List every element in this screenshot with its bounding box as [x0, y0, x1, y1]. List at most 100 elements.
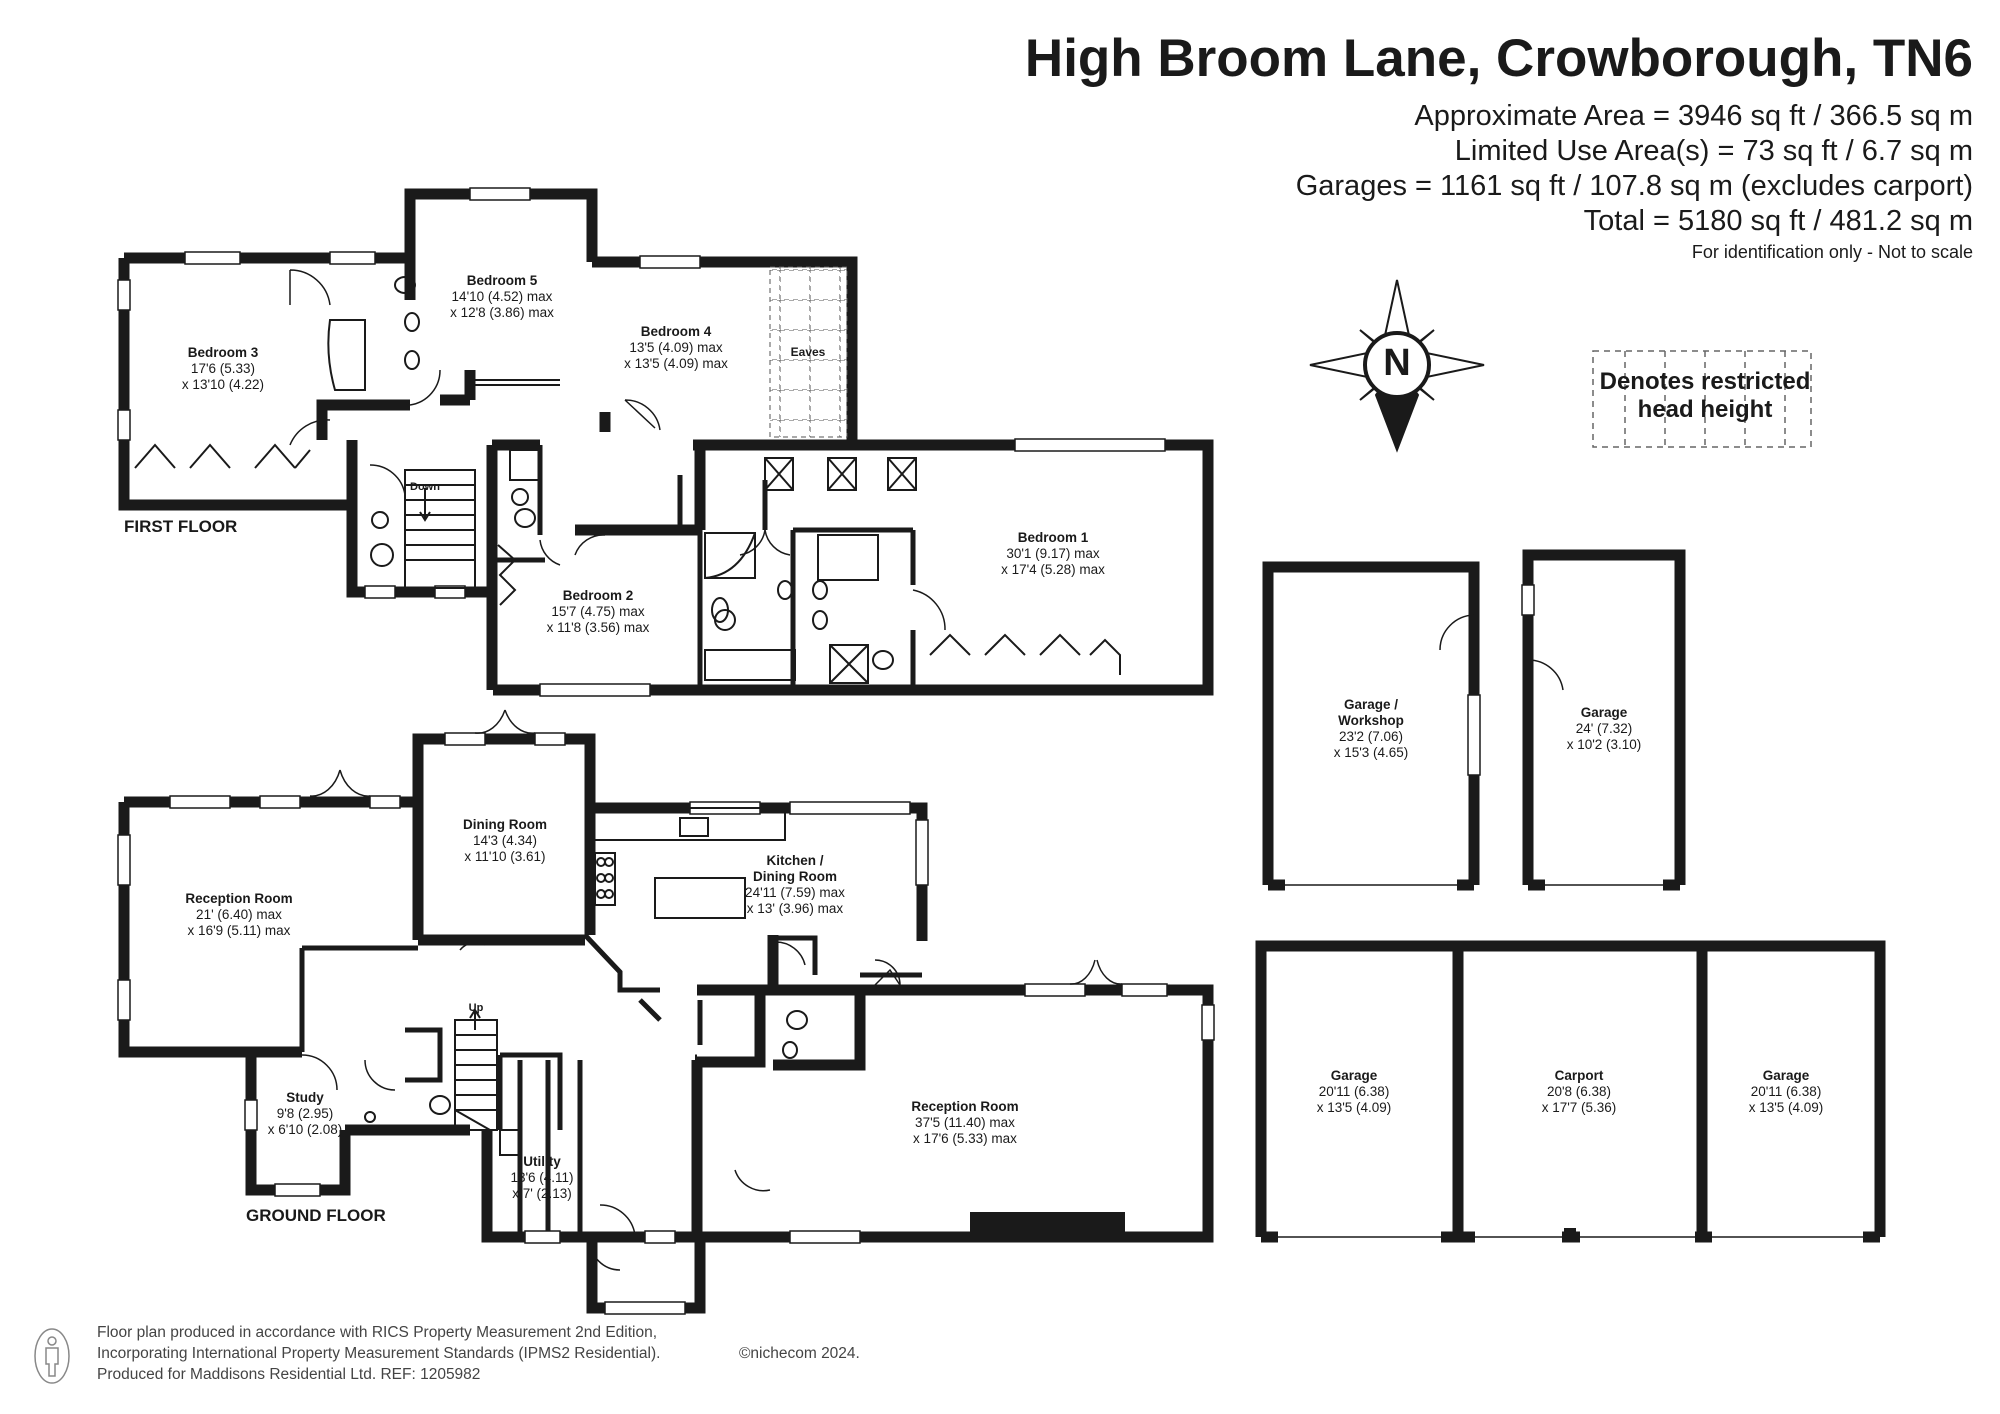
ground-floor-windows [117, 732, 1215, 1315]
room-name: Garage / [1343, 697, 1399, 712]
room-kitchen: Kitchen / Dining Room 24'11 (7.59) max x… [745, 853, 845, 917]
room-dim-2: x 17'7 (5.36) [1541, 1100, 1617, 1115]
room-garage-small: Garage 24' (7.32) x 10'2 (3.10) [1567, 705, 1642, 753]
restricted-height-legend-box [1592, 350, 1812, 448]
compass-north-letter: N [1383, 342, 1411, 384]
room-dim-1: 20'11 (6.38) [1750, 1084, 1822, 1099]
first-floor-walls [118, 188, 1214, 696]
room-garage-workshop: Garage / Workshop 23'2 (7.06) x 15'3 (4.… [1334, 697, 1409, 761]
person-icon [34, 1328, 70, 1384]
ground-floor-doors [301, 709, 1123, 1271]
first-floor-stairs [404, 469, 476, 589]
footer-line-3: Produced for Maddisons Residential Ltd. … [97, 1366, 481, 1383]
room-dim-2: x 13'10 (4.22) [181, 377, 265, 392]
room-dim-2: x 6'10 (2.08) [267, 1122, 343, 1137]
room-name: Down [410, 481, 440, 493]
room-name: Study [286, 1090, 324, 1105]
room-name: Dining Room [463, 817, 547, 832]
room-dim-2: x 13'5 (4.09) [1748, 1100, 1824, 1115]
room-name: Garage [1580, 705, 1628, 720]
room-dim-2: x 15'3 (4.65) [1333, 745, 1409, 760]
legend-line-2: head height [1637, 396, 1773, 423]
room-name: Bedroom 5 [466, 273, 538, 288]
room-dim-1: 17'6 (5.33) [190, 361, 256, 376]
room-name: Bedroom 3 [187, 345, 259, 360]
room-carport: Carport 20'8 (6.38) x 17'7 (5.36) [1542, 1068, 1617, 1116]
room-bedroom-5: Bedroom 5 14'10 (4.52) max x 12'8 (3.86)… [450, 273, 554, 321]
garage-doors-lines [1278, 614, 1863, 1238]
room-dim-2: x 13'5 (4.09) max [624, 356, 728, 371]
room-utility: Utility 13'6 (4.11) x 7' (2.13) [510, 1154, 573, 1202]
room-bedroom-3: Bedroom 3 17'6 (5.33) x 13'10 (4.22) [182, 345, 264, 393]
room-dim-2: x 16'9 (5.11) max [187, 923, 291, 938]
room-dim-1: 37'5 (11.40) max [915, 1115, 1015, 1130]
room-dim-2: x 13' (3.96) max [746, 901, 844, 916]
room-dim-1: 20'8 (6.38) [1546, 1084, 1612, 1099]
room-dim-2: x 10'2 (3.10) [1566, 737, 1642, 752]
limited-use-area: Limited Use Area(s) = 73 sq ft / 6.7 sq … [1454, 135, 1973, 167]
room-dim-1: 14'3 (4.34) [472, 833, 538, 848]
garage-walls [1255, 549, 1886, 1243]
room-name: Garage [1330, 1068, 1378, 1083]
room-reception-left: Reception Room 21' (6.40) max x 16'9 (5.… [185, 891, 292, 939]
ground-floor-walls [118, 733, 1214, 1314]
room-dim-1: 24' (7.32) [1575, 721, 1633, 736]
garage-windows [1467, 584, 1535, 776]
room-name: Up [468, 1002, 484, 1014]
fireplace [970, 1212, 1125, 1237]
room-name: Reception Room [911, 1099, 1019, 1114]
room-dim-2: x 17'6 (5.33) max [913, 1131, 1017, 1146]
compass-icon [1309, 279, 1485, 453]
room-dim-1: 15'7 (4.75) max [551, 604, 645, 619]
room-name: Eaves [790, 345, 826, 359]
room-garage-right: Garage 20'11 (6.38) x 13'5 (4.09) [1749, 1068, 1824, 1116]
room-name: Carport [1554, 1068, 1604, 1083]
room-name-2: Workshop [1338, 713, 1404, 728]
room-bedroom-2: Bedroom 2 15'7 (4.75) max x 11'8 (3.56) … [547, 588, 650, 636]
total-area: Total = 5180 sq ft / 481.2 sq m [1583, 205, 1973, 237]
first-floor-label: FIRST FLOOR [124, 517, 238, 536]
skylights [764, 457, 917, 491]
room-dim-2: x 13'5 (4.09) [1316, 1100, 1392, 1115]
room-dim-1: 30'1 (9.17) max [1006, 546, 1100, 561]
room-bedroom-1: Bedroom 1 30'1 (9.17) max x 17'4 (5.28) … [1001, 530, 1105, 578]
room-name: Utility [523, 1154, 561, 1169]
room-name: Bedroom 1 [1017, 530, 1089, 545]
room-dim-1: 14'10 (4.52) max [451, 289, 553, 304]
ground-floor-label: GROUND FLOOR [246, 1206, 386, 1225]
stairs-down-label: Down [410, 479, 440, 495]
room-dim-1: 23'2 (7.06) [1338, 729, 1404, 744]
first-floor-fixtures [327, 276, 894, 684]
room-name-2: Dining Room [752, 869, 837, 884]
page-title: High Broom Lane, Crowborough, TN6 [1024, 29, 1973, 88]
room-name: Bedroom 4 [640, 324, 712, 339]
garages-area: Garages = 1161 sq ft / 107.8 sq m (exclu… [1295, 170, 1973, 202]
wardrobe-marks [134, 379, 1121, 675]
eaves-area [769, 266, 848, 438]
carport-post [1564, 1228, 1576, 1242]
scale-note: For identification only - Not to scale [1691, 242, 1973, 262]
legend-line-1: Denotes restricted [1599, 368, 1811, 395]
room-garage-left: Garage 20'11 (6.38) x 13'5 (4.09) [1317, 1068, 1392, 1116]
copyright: ©nichecom 2024. [739, 1345, 860, 1362]
room-reception-right: Reception Room 37'5 (11.40) max x 17'6 (… [911, 1099, 1018, 1147]
room-name: Garage [1762, 1068, 1810, 1083]
room-dim-2: x 12'8 (3.86) max [450, 305, 554, 320]
approximate-area: Approximate Area = 3946 sq ft / 366.5 sq… [1414, 100, 1973, 132]
stairs-up-label: Up [469, 1000, 484, 1016]
kitchen-fixtures [364, 807, 808, 1156]
room-dim-1: 9'8 (2.95) [276, 1106, 334, 1121]
room-dim-1: 20'11 (6.38) [1318, 1084, 1390, 1099]
room-eaves: Eaves [791, 344, 826, 360]
room-name: Reception Room [185, 891, 293, 906]
ground-floor-stairs [454, 1008, 498, 1131]
room-dim-2: x 11'10 (3.61) [464, 849, 546, 864]
restricted-height-legend: Denotes restricted head height [1585, 368, 1825, 424]
room-study: Study 9'8 (2.95) x 6'10 (2.08) [268, 1090, 343, 1138]
footer: Floor plan produced in accordance with R… [97, 1322, 860, 1385]
room-dim-1: 13'5 (4.09) max [629, 340, 723, 355]
room-dim-1: 21' (6.40) max [196, 907, 282, 922]
room-name: Bedroom 2 [562, 588, 634, 603]
room-dim-1: 24'11 (7.59) max [745, 885, 845, 900]
